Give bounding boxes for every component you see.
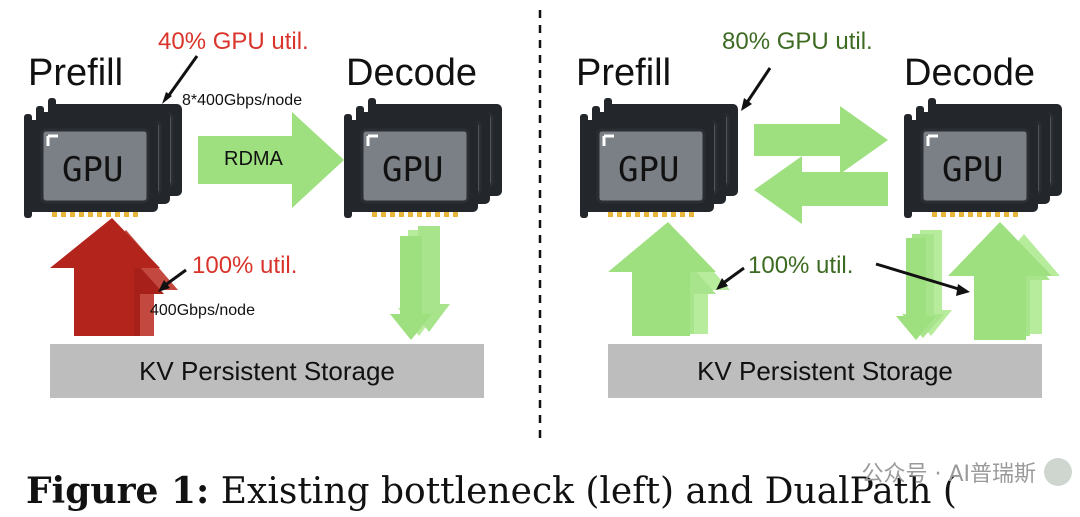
left-decode-title: Decode bbox=[346, 52, 477, 94]
right-storage-to-prefill-arrow bbox=[608, 222, 730, 336]
right-storage-util-label: 100% util. bbox=[748, 252, 854, 279]
right-prefill-title: Prefill bbox=[576, 52, 672, 94]
figure-caption-prefix: Figure 1: bbox=[26, 470, 210, 512]
right-prefill-to-decode-arrow bbox=[754, 106, 888, 174]
right-decode-to-prefill-arrow bbox=[754, 156, 888, 224]
left-bandwidth-top-label: 8*400Gbps/node bbox=[182, 92, 303, 109]
figure-caption: Figure 1: Existing bottleneck (left) and… bbox=[26, 470, 957, 512]
right-prefill-gpu-label: GPU bbox=[618, 150, 680, 190]
left-kv-storage: KV Persistent Storage bbox=[50, 344, 484, 398]
right-storage-util-pointer-b bbox=[875, 262, 963, 292]
rdma-arrow bbox=[198, 112, 344, 208]
figure-caption-text: Existing bottleneck (left) and DualPath … bbox=[209, 471, 957, 512]
right-gpu-util-label: 80% GPU util. bbox=[722, 28, 873, 55]
right-storage-to-decode-arrow bbox=[948, 222, 1060, 340]
right-gpu-util-pointer bbox=[744, 67, 772, 105]
left-prefill-gpu-label: GPU bbox=[62, 150, 124, 190]
right-storage-util-pointer-a bbox=[721, 266, 745, 286]
rdma-label: RDMA bbox=[224, 148, 283, 170]
left-storage-util-label: 100% util. bbox=[192, 252, 298, 279]
left-gpu-util-pointer bbox=[165, 55, 199, 99]
left-prefill-title: Prefill bbox=[28, 52, 124, 94]
watermark: 公众号 · AI普瑞斯 bbox=[861, 456, 1072, 488]
left-storage-util-pointer bbox=[163, 268, 187, 288]
diagram-canvas bbox=[22, 10, 1064, 440]
right-decode-title: Decode bbox=[904, 52, 1035, 94]
right-kv-storage: KV Persistent Storage bbox=[608, 344, 1042, 398]
left-decode-gpu-label: GPU bbox=[382, 150, 444, 190]
left-gpu-util-label: 40% GPU util. bbox=[158, 28, 309, 55]
watermark-logo-icon bbox=[1044, 458, 1072, 486]
left-bandwidth-bottom-label: 400Gbps/node bbox=[150, 302, 255, 319]
watermark-text: 公众号 · AI普瑞斯 bbox=[861, 462, 1036, 487]
left-storage-to-prefill-arrow bbox=[50, 218, 178, 336]
right-decode-gpu-label: GPU bbox=[942, 150, 1004, 190]
right-decode-to-storage-arrow bbox=[896, 230, 952, 340]
left-decode-to-storage-arrow bbox=[390, 226, 450, 340]
